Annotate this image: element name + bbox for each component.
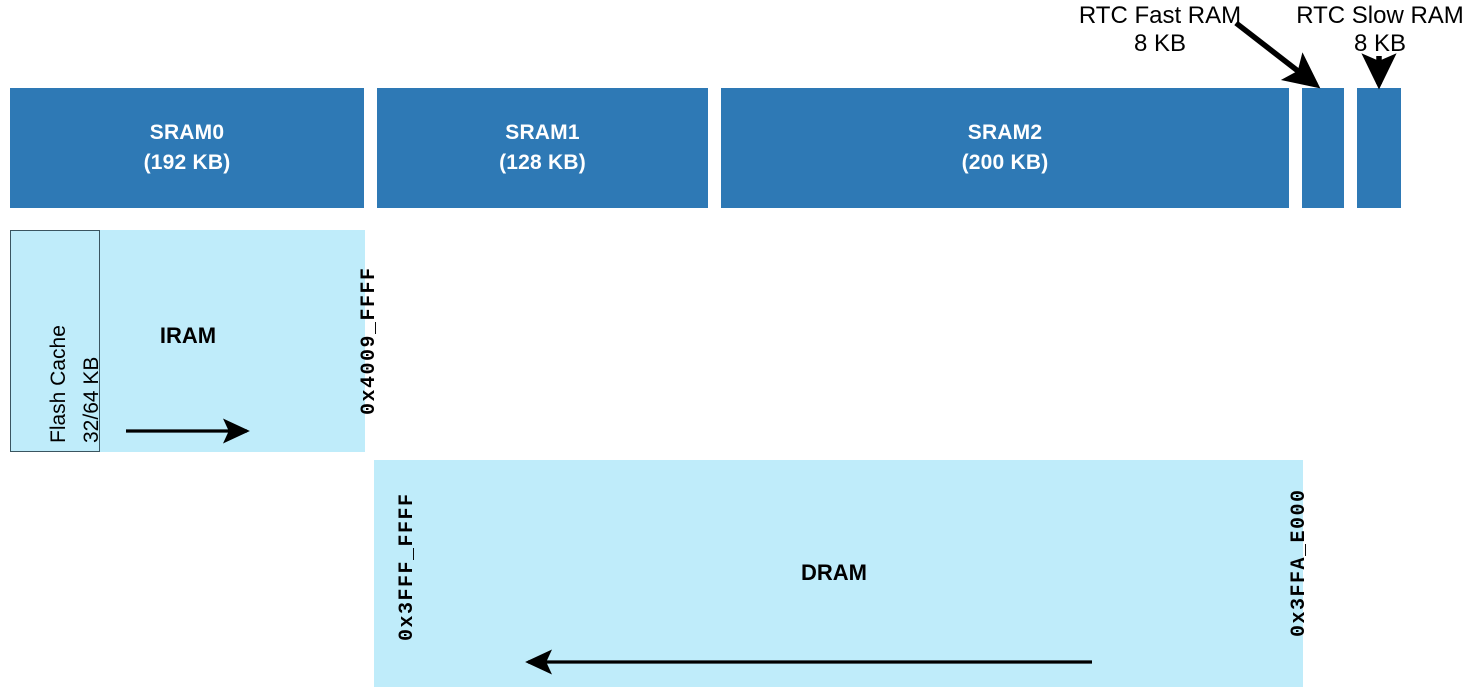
flash-cache-title: Flash Cache — [47, 325, 70, 443]
iram-end-address: 0x4009_FFFF — [358, 266, 381, 415]
rtc-fast-ram-callout-title: RTC Fast RAM — [1078, 2, 1242, 29]
dram-end-address: 0x3FFA_E000 — [1288, 488, 1311, 637]
dram-start-address: 0x3FFF_FFFF — [396, 492, 419, 641]
flash-cache-block — [10, 230, 100, 452]
sram1-size: (128 KB) — [499, 151, 586, 174]
sram1-block: SRAM1 (128 KB) — [377, 88, 708, 208]
rtc-fast-ram-block — [1302, 88, 1344, 208]
dram-label: DRAM — [801, 560, 867, 585]
dram-block — [374, 460, 1303, 687]
rtc-slow-ram-callout-title: RTC Slow RAM — [1296, 2, 1464, 29]
flash-cache-size: 32/64 KB — [80, 356, 103, 443]
iram-label: IRAM — [159, 323, 217, 348]
rtc-slow-ram-block — [1357, 88, 1401, 208]
rtc-fast-ram-callout: RTC Fast RAM 8 KB — [1079, 2, 1241, 59]
sram2-name: SRAM2 — [967, 120, 1043, 144]
rtc-slow-ram-callout-size: 8 KB — [1353, 30, 1407, 58]
sram2-size: (200 KB) — [961, 151, 1049, 174]
sram0-block: SRAM0 (192 KB) — [10, 88, 364, 208]
rtc-fast-ram-callout-size: 8 KB — [1133, 30, 1187, 58]
rtc-slow-ram-callout: RTC Slow RAM 8 KB — [1296, 2, 1464, 59]
sram0-size: (192 KB) — [143, 151, 231, 174]
sram1-name: SRAM1 — [505, 120, 580, 144]
sram0-name: SRAM0 — [149, 120, 225, 144]
sram2-block: SRAM2 (200 KB) — [721, 88, 1289, 208]
